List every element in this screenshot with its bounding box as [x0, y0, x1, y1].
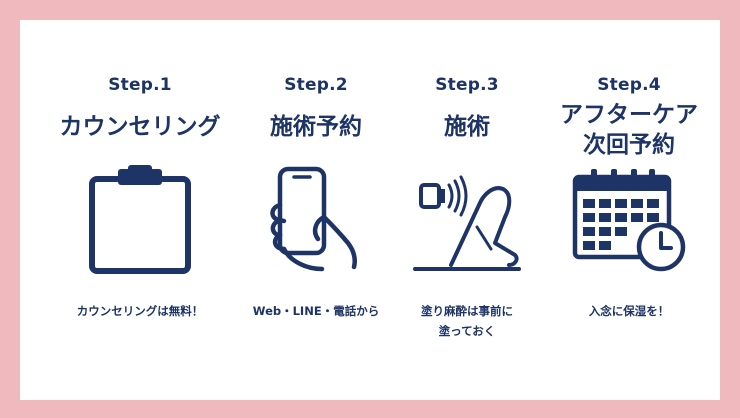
step-description-line: 入念に保湿を！ — [588, 304, 670, 318]
step-description: Web・LINE・電話から — [238, 301, 394, 321]
step-title-line: カウンセリング — [59, 114, 221, 140]
step-label: Step.3 — [435, 75, 499, 95]
step-title: 施術 — [392, 112, 542, 142]
step-description-line: カウンセリングは無料！ — [76, 304, 204, 318]
step-description: カウンセリングは無料！ — [40, 301, 240, 321]
step-title: 施術予約 — [238, 112, 394, 142]
step-label: Step.4 — [597, 75, 661, 95]
step-description-line: Web・LINE・電話から — [252, 304, 380, 318]
steps-card: Step.1 カウンセリング カウンセリングは無料！ Step.2 施術予約 — [20, 20, 720, 400]
step-title-line: アフターケア — [560, 102, 698, 128]
step-label: Step.2 — [284, 75, 348, 95]
leg-laser-icon — [411, 165, 523, 279]
step-title-line: 次回予約 — [583, 132, 675, 158]
step-title: カウンセリング — [40, 112, 240, 142]
clipboard-icon — [88, 165, 192, 279]
step-description-line: 塗り麻酔は事前に — [421, 304, 513, 318]
step-label: Step.1 — [108, 75, 172, 95]
step-description-line: 塗っておく — [438, 324, 496, 338]
step-description: 塗り麻酔は事前に 塗っておく — [392, 301, 542, 341]
calendar-clock-icon — [569, 165, 689, 279]
step-title-line: 施術予約 — [270, 114, 362, 140]
step-description: 入念に保湿を！ — [544, 301, 714, 321]
smartphone-hand-icon — [266, 165, 366, 281]
step-title-line: 施術 — [444, 114, 490, 140]
step-title: アフターケア 次回予約 — [544, 100, 714, 160]
